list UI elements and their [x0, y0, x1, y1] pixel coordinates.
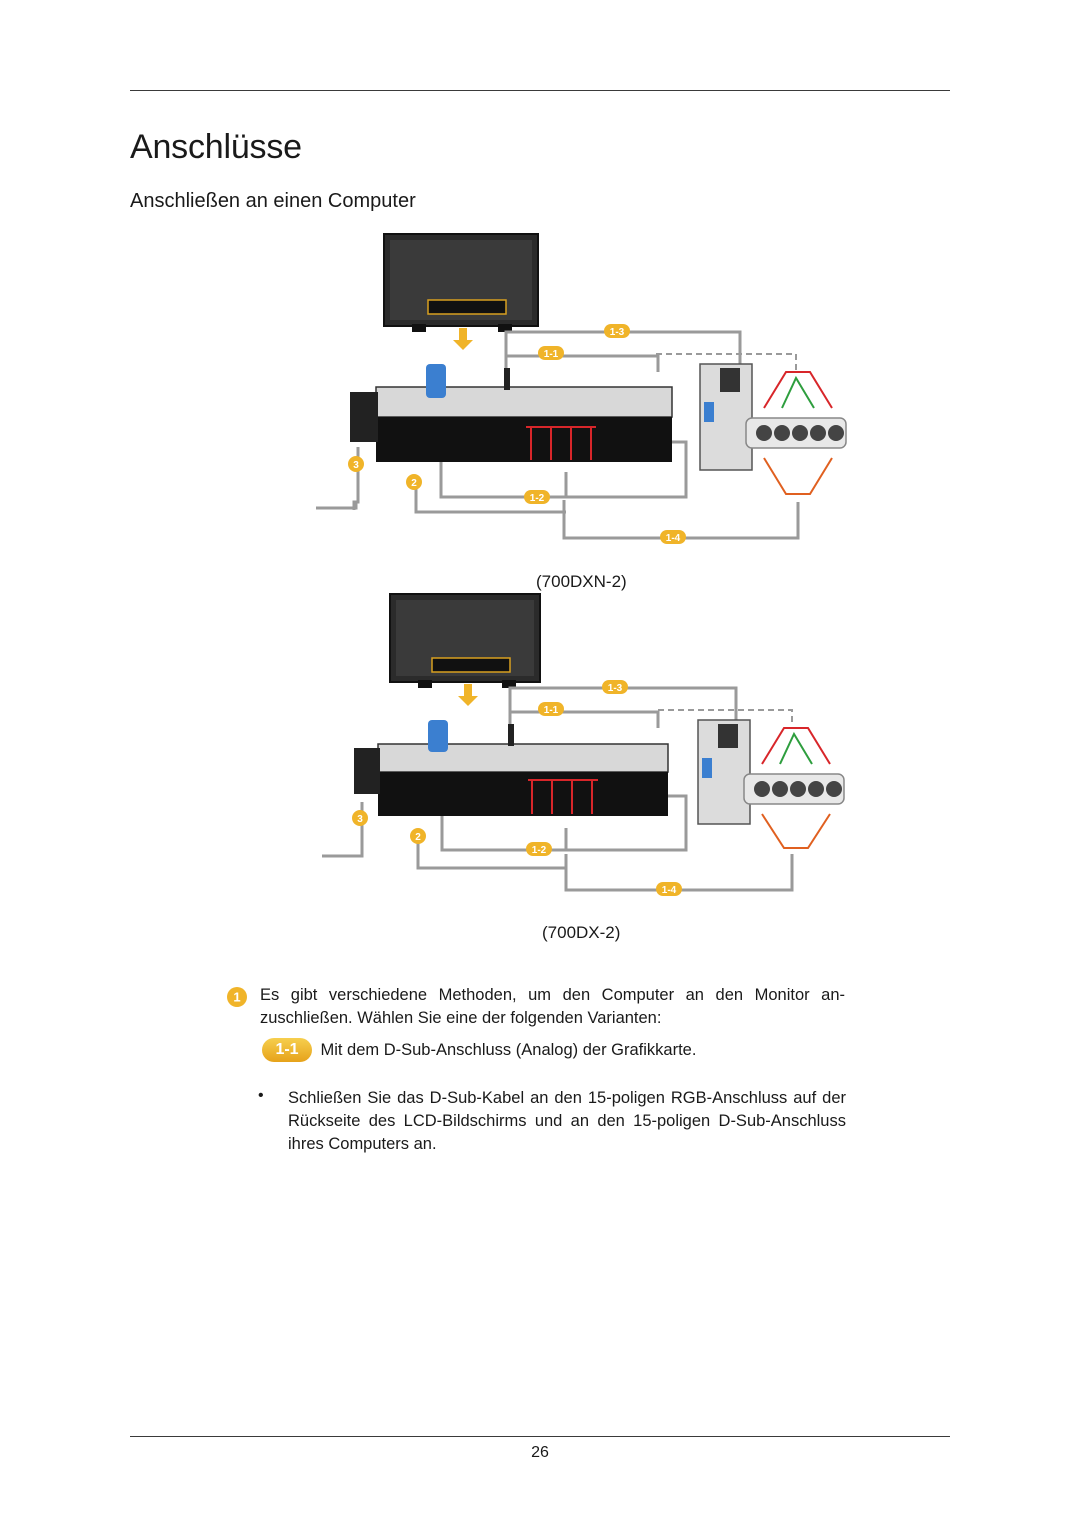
badge-1-2: 1-2	[526, 842, 552, 856]
monitor-rear-image	[389, 593, 541, 688]
badge-1-3: 1-3	[602, 680, 628, 694]
connection-diagram-700dx: 1-3 1-1 1-2 1-4 3 2	[322, 592, 852, 910]
down-arrow-icon	[458, 684, 478, 706]
connector-panel	[350, 364, 673, 462]
badge-1-3: 1-3	[604, 324, 630, 338]
option-text: Mit dem D-Sub-Anschluss (Analog) der Gra…	[320, 1040, 697, 1059]
info-number-icon: 1	[227, 987, 247, 1007]
bullet-text: Schließen Sie das D-Sub-Kabel an den 15-…	[288, 1089, 846, 1153]
badge-2: 2	[410, 828, 426, 844]
figure-caption-700dxn: (700DXN-2)	[536, 572, 627, 591]
page-title: Anschlüsse	[130, 128, 302, 166]
page-number: 26	[531, 1444, 549, 1461]
badge-3-label: 3	[353, 460, 359, 471]
badge-1-2-label: 1-2	[530, 493, 545, 504]
monitor-rear-image	[383, 233, 539, 332]
badge-1-1: 1-1	[538, 702, 564, 716]
down-arrow-icon	[453, 328, 473, 350]
badge-1-4-label: 1-4	[662, 885, 677, 896]
badge-1-1-label: 1-1	[544, 349, 559, 360]
badge-1-1: 1-1	[538, 346, 564, 360]
bottom-rule	[130, 1436, 950, 1437]
badge-1-4-label: 1-4	[666, 533, 681, 544]
badge-2-label: 2	[411, 478, 417, 489]
badge-3-label: 3	[357, 814, 363, 825]
badge-1-1-label: 1-1	[544, 705, 559, 716]
badge-1-4: 1-4	[656, 882, 682, 896]
note-icon-label: 1	[233, 990, 240, 1005]
option-badge: 1-1	[262, 1038, 312, 1062]
connection-diagram-700dxn: 1-3 1-1 1-2 1-4 3 2	[316, 232, 856, 552]
badge-3: 3	[348, 456, 364, 472]
badge-1-2: 1-2	[524, 490, 550, 504]
computer-tower-image	[697, 719, 751, 825]
figure-caption-700dx: (700DX-2)	[542, 923, 621, 942]
note-text: Es gibt verschiedene Methoden, um den Co…	[260, 986, 845, 1027]
connector-panel	[354, 720, 669, 816]
bullet-symbol: •	[258, 1087, 264, 1104]
computer-tower-image	[699, 363, 753, 471]
section-title: Anschließen an einen Computer	[130, 190, 416, 212]
badge-1-4: 1-4	[660, 530, 686, 544]
badge-1-3-label: 1-3	[610, 327, 625, 338]
badge-3: 3	[352, 810, 368, 826]
badge-2: 2	[406, 474, 422, 490]
option-row: 1-1 Mit dem D-Sub-Anschluss (Analog) der…	[262, 1038, 696, 1068]
bnc-adapter-image	[745, 371, 847, 495]
badge-1-2-label: 1-2	[532, 845, 547, 856]
bnc-adapter-image	[743, 727, 845, 849]
badge-1-3-label: 1-3	[608, 683, 623, 694]
badge-2-label: 2	[415, 832, 421, 843]
top-rule	[130, 90, 950, 91]
